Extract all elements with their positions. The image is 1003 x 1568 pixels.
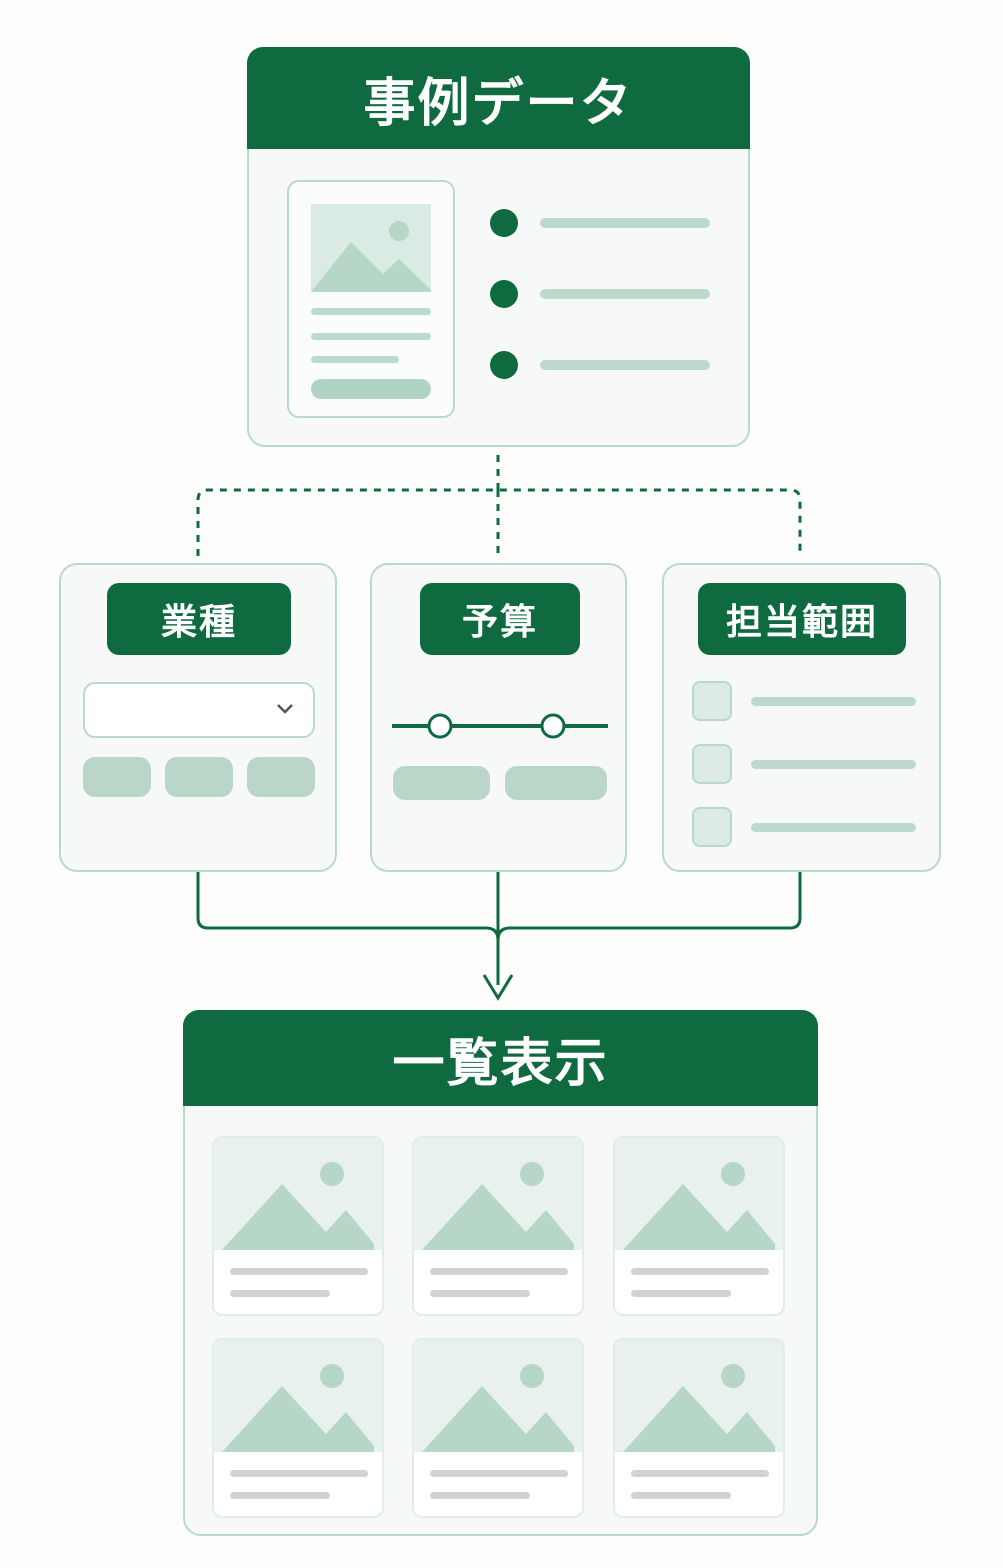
document-line (311, 356, 399, 363)
image-placeholder-icon (422, 1364, 574, 1452)
image-placeholder-icon (222, 1162, 374, 1250)
scope-checkbox[interactable] (692, 681, 732, 721)
source-data-panel: 事例データ (247, 47, 750, 447)
filter-panel-budget: 予算 (370, 563, 627, 872)
card-text-line (230, 1268, 368, 1275)
result-card[interactable] (613, 1136, 785, 1316)
document-thumbnail (287, 180, 455, 418)
card-text-line (430, 1470, 568, 1477)
scope-checkbox[interactable] (692, 807, 732, 847)
card-image (414, 1138, 582, 1250)
card-text-line (631, 1492, 731, 1499)
image-placeholder-icon (222, 1364, 374, 1452)
card-image (214, 1340, 382, 1452)
card-text-line (631, 1290, 731, 1297)
source-panel-title: 事例データ (247, 47, 750, 149)
solid-connector-right (496, 872, 802, 941)
scope-option-line (751, 697, 916, 706)
card-text-line (430, 1268, 568, 1275)
result-list-panel: 一覧表示 (183, 1010, 818, 1536)
card-text-line (631, 1268, 769, 1275)
chevron-down-icon (277, 704, 293, 714)
budget-max-field[interactable] (505, 766, 607, 800)
result-card[interactable] (412, 1136, 584, 1316)
card-text-line (430, 1290, 530, 1297)
industry-chip[interactable] (83, 757, 151, 797)
card-image (615, 1340, 783, 1452)
industry-chip[interactable] (165, 757, 233, 797)
budget-min-field[interactable] (393, 766, 490, 800)
arrow-head-icon (482, 974, 514, 1001)
dashed-connector-horizontal (196, 488, 802, 556)
bullet-line (540, 360, 710, 370)
document-button (311, 379, 431, 399)
slider-handle-max (540, 713, 566, 739)
result-panel-title: 一覧表示 (183, 1010, 818, 1106)
document-line (311, 333, 431, 340)
budget-range-slider[interactable] (392, 711, 608, 741)
scope-option-line (751, 823, 916, 832)
bullet-dot (490, 280, 518, 308)
result-card[interactable] (212, 1338, 384, 1518)
result-card[interactable] (212, 1136, 384, 1316)
solid-connector-left (196, 872, 500, 941)
card-text-line (230, 1470, 368, 1477)
bullet-line (540, 218, 710, 228)
bullet-line (540, 289, 710, 299)
image-placeholder-icon (422, 1162, 574, 1250)
image-placeholder-icon (623, 1364, 775, 1452)
card-text-line (631, 1470, 769, 1477)
card-image (615, 1138, 783, 1250)
image-placeholder-icon (623, 1162, 775, 1250)
slider-handle-min (427, 713, 453, 739)
filter-panel-industry: 業種 (59, 563, 337, 872)
image-placeholder-icon (311, 204, 431, 292)
card-text-line (230, 1290, 330, 1297)
document-line (311, 308, 431, 315)
card-text-line (230, 1492, 330, 1499)
filter-label-industry: 業種 (107, 583, 291, 655)
scope-checkbox[interactable] (692, 744, 732, 784)
bullet-dot (490, 209, 518, 237)
card-text-line (430, 1492, 530, 1499)
result-card[interactable] (613, 1338, 785, 1518)
filter-label-scope: 担当範囲 (698, 583, 906, 655)
industry-dropdown[interactable] (83, 682, 315, 738)
filter-panel-scope: 担当範囲 (662, 563, 941, 872)
industry-chip[interactable] (247, 757, 315, 797)
card-image (214, 1138, 382, 1250)
scope-option-line (751, 760, 916, 769)
card-image (414, 1340, 582, 1452)
result-card[interactable] (412, 1338, 584, 1518)
filter-label-budget: 予算 (420, 583, 580, 655)
bullet-dot (490, 351, 518, 379)
